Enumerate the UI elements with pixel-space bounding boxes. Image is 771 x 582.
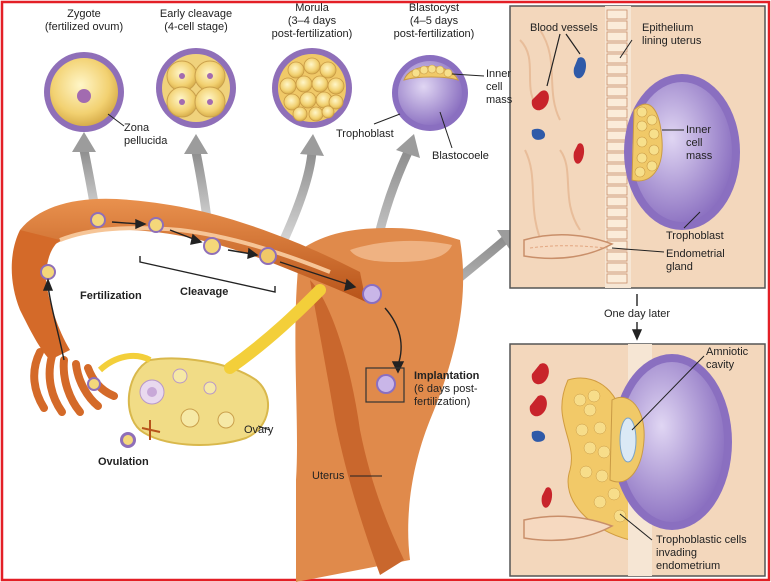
ovulated-egg [120, 432, 136, 448]
blastocyst-days: (4–5 days [384, 15, 484, 28]
icm-top-2: cell [486, 81, 512, 94]
implantation-detail-1: (6 days post- [414, 383, 479, 396]
endometrial-gland-label: Endometrial gland [666, 248, 725, 274]
blastocoele-label: Blastocoele [432, 150, 489, 163]
troph-cells-line-3: endometrium [656, 560, 747, 573]
cleavage-label: Cleavage [180, 286, 228, 299]
early-cleavage-cell [156, 48, 236, 128]
trophoblast-top-label: Trophoblast [336, 128, 394, 141]
zona-line-1: Zona [124, 122, 167, 135]
icm-right-1: Inner [686, 124, 712, 137]
zygote-subtitle: (fertilized ovum) [34, 21, 134, 34]
trophoblastic-cells-label: Trophoblastic cells invading endometrium [656, 534, 747, 573]
zygote-cell [44, 52, 124, 132]
fertilization-label: Fertilization [80, 290, 142, 303]
blastocyst-label: Blastocyst (4–5 days post-fertilization) [384, 2, 484, 41]
morula-title: Morula [262, 2, 362, 15]
morula-label: Morula (3–4 days post-fertilization) [262, 2, 362, 41]
morula-days: (3–4 days [262, 15, 362, 28]
zona-line-2: pellucida [124, 135, 167, 148]
gland-line-1: Endometrial [666, 248, 725, 261]
icm-top-1: Inner [486, 68, 512, 81]
early-cleavage-subtitle: (4-cell stage) [144, 21, 248, 34]
implantation-title: Implantation [414, 370, 479, 383]
early-cleavage-label: Early cleavage (4-cell stage) [144, 8, 248, 34]
trophoblast-right-label: Trophoblast [666, 230, 724, 243]
epithelium-line-2: lining uterus [642, 35, 701, 48]
implantation-label: Implantation (6 days post- fertilization… [414, 370, 479, 409]
zona-pellucida-label: Zona pellucida [124, 122, 167, 148]
blood-vessels-label: Blood vessels [530, 22, 598, 35]
epithelium-line-1: Epithelium [642, 22, 701, 35]
implantation-detail-2: fertilization) [414, 396, 479, 409]
amniotic-cavity-label: Amniotic cavity [706, 346, 748, 372]
fimbriae [34, 352, 114, 412]
icm-top-3: mass [486, 94, 512, 107]
morula-cell [272, 48, 352, 128]
zygote-title: Zygote [34, 8, 134, 21]
icm-right-2: cell [686, 137, 712, 150]
ovary-label: Ovary [244, 424, 273, 437]
gland-line-2: gland [666, 261, 725, 274]
one-day-later-label: One day later [604, 308, 670, 321]
troph-cells-line-1: Trophoblastic cells [656, 534, 747, 547]
blastocyst-post: post-fertilization) [384, 28, 484, 41]
zygote-label: Zygote (fertilized ovum) [34, 8, 134, 34]
epithelium-label: Epithelium lining uterus [642, 22, 701, 48]
blastocyst-title: Blastocyst [384, 2, 484, 15]
morula-post: post-fertilization) [262, 28, 362, 41]
amniotic-line-2: cavity [706, 359, 748, 372]
blastocyst-cell [392, 55, 468, 131]
troph-cells-line-2: invading [656, 547, 747, 560]
inner-cell-mass-top-label: Inner cell mass [486, 68, 512, 107]
endometrium-panel-top [510, 6, 765, 288]
early-cleavage-title: Early cleavage [144, 8, 248, 21]
ovulation-label: Ovulation [98, 456, 149, 469]
uterus-label: Uterus [312, 470, 344, 483]
icm-right-3: mass [686, 150, 712, 163]
amniotic-line-1: Amniotic [706, 346, 748, 359]
inner-cell-mass-right-label: Inner cell mass [686, 124, 712, 163]
